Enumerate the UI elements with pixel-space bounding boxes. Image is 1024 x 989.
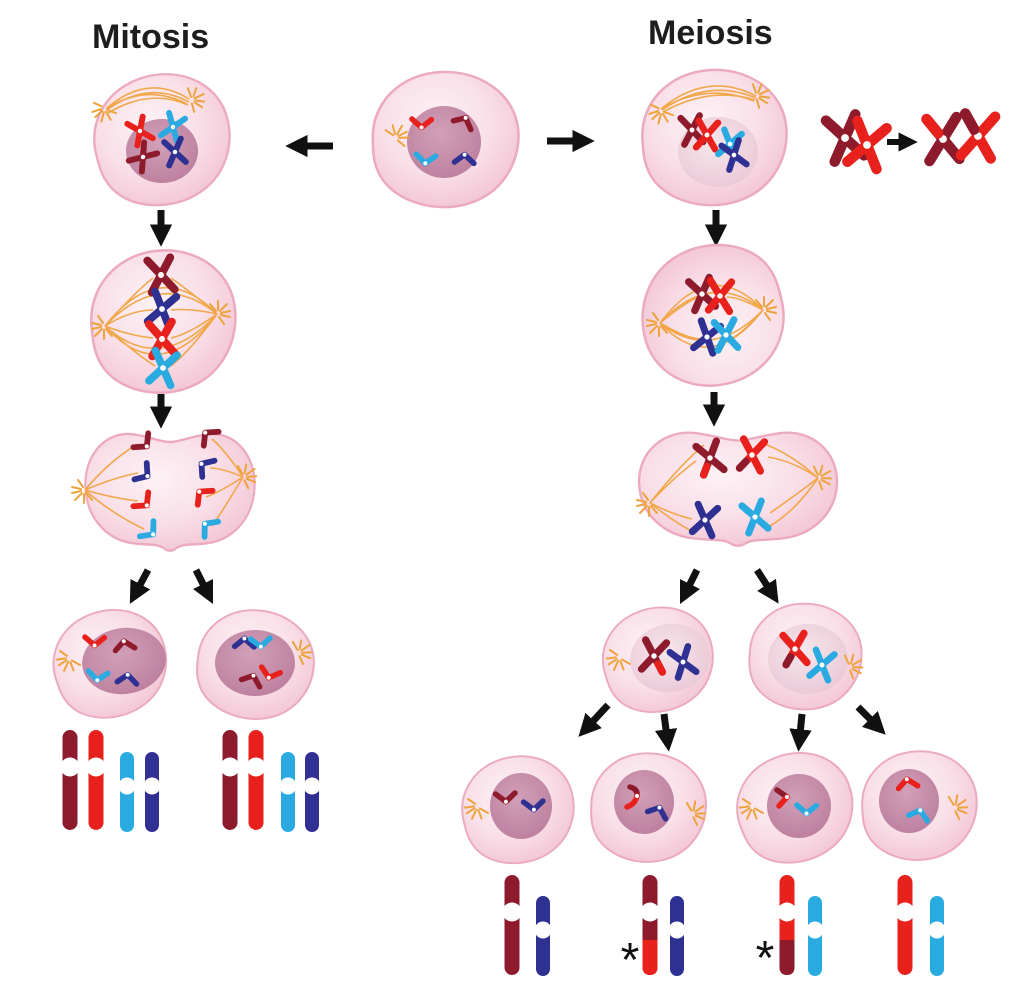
meiosis-daughter-cell-2 (581, 742, 715, 873)
mitosis-daughter-cell-1 (44, 600, 176, 727)
bar-light-blue (928, 896, 946, 976)
arrow-mitosis-branch-2 (192, 568, 214, 605)
recombinant-asterisk-1: * (621, 934, 640, 987)
nucleus (490, 773, 552, 839)
meiosis-prophase1-cell (635, 62, 794, 213)
bar-dark-red (220, 730, 240, 830)
bar-red-recombinant (777, 875, 797, 975)
meiosis2-cell-1 (595, 599, 721, 720)
bar-red (86, 730, 106, 830)
chromosome-dark-red-recombinant (642, 640, 667, 676)
bar-dark-red (60, 730, 80, 830)
arrow-meiosis2-branch-3 (789, 713, 812, 752)
cell-membrane (84, 432, 256, 552)
meiosis-daughter-cell-1 (456, 750, 580, 869)
centromere (635, 794, 639, 798)
bar-dark-red-recombinant (640, 875, 660, 975)
meiosis-title: Meiosis (648, 14, 773, 52)
bar-light-blue (118, 752, 136, 832)
chromosome-red-recombinant (774, 787, 790, 809)
meiosis2-cell-2 (738, 592, 872, 722)
arrow-meiosis2-branch-4 (855, 704, 886, 735)
arrow-mitosis-branch-1 (129, 568, 152, 604)
bar-dark-blue (143, 752, 161, 832)
red-segment (654, 660, 667, 676)
meiosis-chromosome-set-2: * (621, 875, 686, 987)
mitosis-daughter-cell-2 (184, 595, 327, 734)
centromere (640, 902, 660, 922)
mitosis-title: Mitosis (92, 18, 209, 56)
nucleus (407, 106, 481, 178)
arrow-meiosis-branch-2 (754, 568, 779, 604)
bar-red (895, 875, 915, 975)
parent-cell (362, 60, 528, 219)
crossover-after-1 (921, 113, 960, 161)
centromere (785, 795, 789, 799)
chromosome-dark-red-recombinant (624, 784, 640, 810)
meiosis-daughter-cell-4 (855, 744, 983, 867)
meiosis-metaphase1-cell (635, 238, 791, 393)
meiosis-chromosome-set-4 (895, 875, 946, 976)
meiosis-anaphase1-cell (636, 431, 839, 548)
spindle-fibers (84, 438, 244, 530)
arrow-meiosis2-branch-2 (654, 713, 678, 752)
chromosome-red-recombinant (740, 439, 765, 471)
meiosis-daughter-cell-3 (726, 741, 864, 874)
spindle-fibers (649, 442, 819, 534)
nucleus (614, 770, 674, 834)
recombinant-asterisk-2: * (756, 932, 775, 985)
recombined-dark-red-arm (960, 108, 980, 135)
red-segment (776, 794, 790, 809)
dark-red-segment (782, 653, 795, 669)
red-segment (642, 940, 658, 975)
chromosome-dark-red-recombinant (696, 441, 724, 475)
mitosis-chromosome-set-1 (60, 730, 161, 832)
bar-dark-blue (303, 752, 321, 832)
spindle-fibers (660, 85, 757, 113)
red-segment (699, 462, 711, 479)
meiosis-chromosome-set-1 (502, 875, 552, 976)
cell-membrane (637, 431, 839, 548)
mitosis-metaphase-cell (86, 245, 241, 398)
bar-light-blue (279, 752, 297, 832)
arrow-meiosis-branch-1 (679, 568, 701, 605)
meiosis-chromosome-set-3: * (756, 875, 824, 985)
centromere (777, 902, 797, 922)
spindle-fibers (105, 87, 190, 114)
arrow-meiosis2-branch-1 (578, 702, 611, 737)
recombined-red-arm (921, 113, 944, 139)
mitosis-anaphase-cell (71, 425, 260, 552)
bar-dark-blue (534, 896, 552, 976)
mitosis-chromosome-set-2 (220, 730, 321, 832)
bar-dark-red (502, 875, 522, 975)
bar-red (246, 730, 266, 830)
dark-red-segment (735, 457, 750, 472)
bar-dark-blue (668, 896, 686, 976)
chromosome-red-recombinant (783, 633, 807, 664)
bar-light-blue (806, 896, 824, 976)
crossover-after-2 (961, 114, 995, 159)
dark-red-segment (779, 940, 795, 975)
crossover-inset (826, 114, 995, 169)
mitosis-prophase-cell (86, 66, 238, 213)
crossover-before (826, 114, 887, 169)
